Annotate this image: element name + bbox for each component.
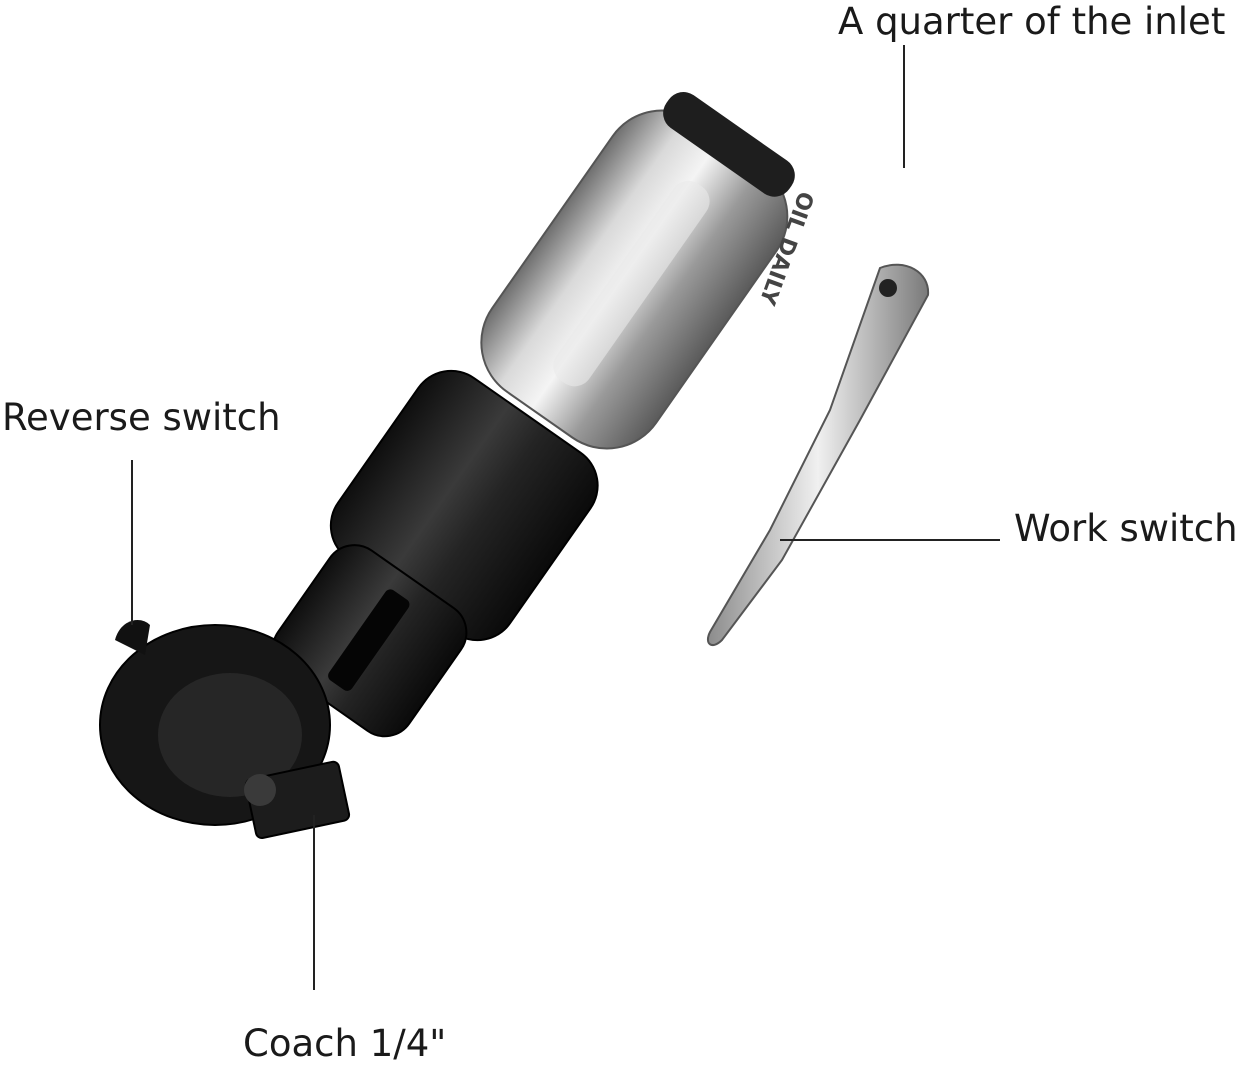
metal-housing xyxy=(480,92,795,450)
air-inlet-cap xyxy=(663,92,795,197)
callout-work-switch-label: Work switch xyxy=(1014,507,1238,550)
callout-inlet-label: A quarter of the inlet xyxy=(838,0,1226,43)
work-switch-lever xyxy=(706,263,930,647)
square-drive-anvil xyxy=(244,760,351,839)
callout-coach-label: Coach 1/4" xyxy=(243,1022,447,1065)
reverse-switch-knob xyxy=(115,620,150,655)
callout-reverse-switch-label: Reverse switch xyxy=(2,396,281,439)
rubber-head-assembly xyxy=(271,369,599,738)
lever-pivot-pin xyxy=(879,279,897,297)
neck-slot xyxy=(328,589,410,691)
